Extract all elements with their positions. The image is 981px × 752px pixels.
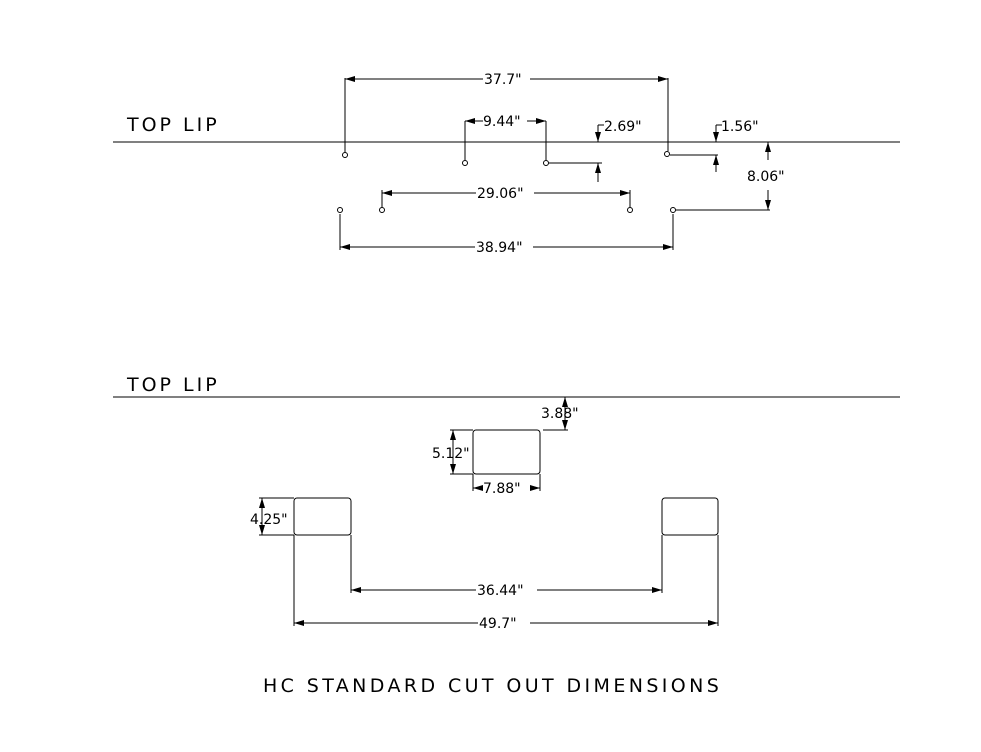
dim-label: 29.06" — [477, 186, 524, 202]
dim-label: 9.44" — [483, 114, 521, 130]
dim-38-94: 38.94" — [339, 214, 674, 256]
holes — [337, 151, 676, 213]
dim-label: 36.44" — [477, 583, 524, 599]
dim-label: 8.06" — [747, 169, 785, 185]
hole — [462, 160, 468, 166]
drawing-title: HC STANDARD CUT OUT DIMENSIONS — [263, 675, 722, 697]
hole — [337, 207, 343, 213]
dim-label: 49.7" — [479, 616, 517, 632]
hole — [670, 207, 676, 213]
dim-29-06: 29.06" — [381, 186, 631, 207]
top-lip-label: TOP LIP — [126, 114, 220, 136]
dim-2-69: 2.69" — [549, 119, 642, 182]
left-cutout — [293, 497, 352, 536]
dim-36-44: 36.44" — [350, 535, 663, 599]
top-lip-label: TOP LIP — [126, 374, 220, 396]
dim-1-56: 1.56" — [670, 119, 759, 172]
dim-49-7: 49.7" — [293, 535, 719, 632]
dim-5-12: 5.12" — [432, 429, 473, 475]
top-view: TOP LIP 37.7" 9.44" — [113, 72, 900, 256]
dim-label: 7.88" — [483, 481, 521, 497]
bottom-view: TOP LIP 3.88" 5.12" 7.88" — [113, 374, 900, 632]
hole — [543, 160, 549, 166]
hole — [342, 152, 348, 158]
dim-label: 3.88" — [541, 406, 579, 422]
hole — [627, 207, 633, 213]
dim-label: 2.69" — [604, 119, 642, 135]
dim-label: 4.25" — [250, 512, 288, 528]
dim-label: 37.7" — [484, 72, 522, 88]
dim-label: 38.94" — [476, 240, 523, 256]
dim-3-88: 3.88" — [541, 396, 579, 431]
dim-label: 1.56" — [721, 119, 759, 135]
hole — [664, 151, 670, 157]
hole — [379, 207, 385, 213]
center-cutout — [472, 429, 541, 475]
dim-37-7: 37.7" — [344, 72, 669, 152]
dim-label: 5.12" — [432, 446, 470, 462]
right-cutout — [661, 497, 719, 536]
dim-4-25: 4.25" — [250, 497, 294, 536]
dim-8-06: 8.06" — [676, 142, 785, 211]
dim-7-88: 7.88" — [472, 474, 541, 497]
dim-9-44: 9.44" — [464, 114, 547, 160]
